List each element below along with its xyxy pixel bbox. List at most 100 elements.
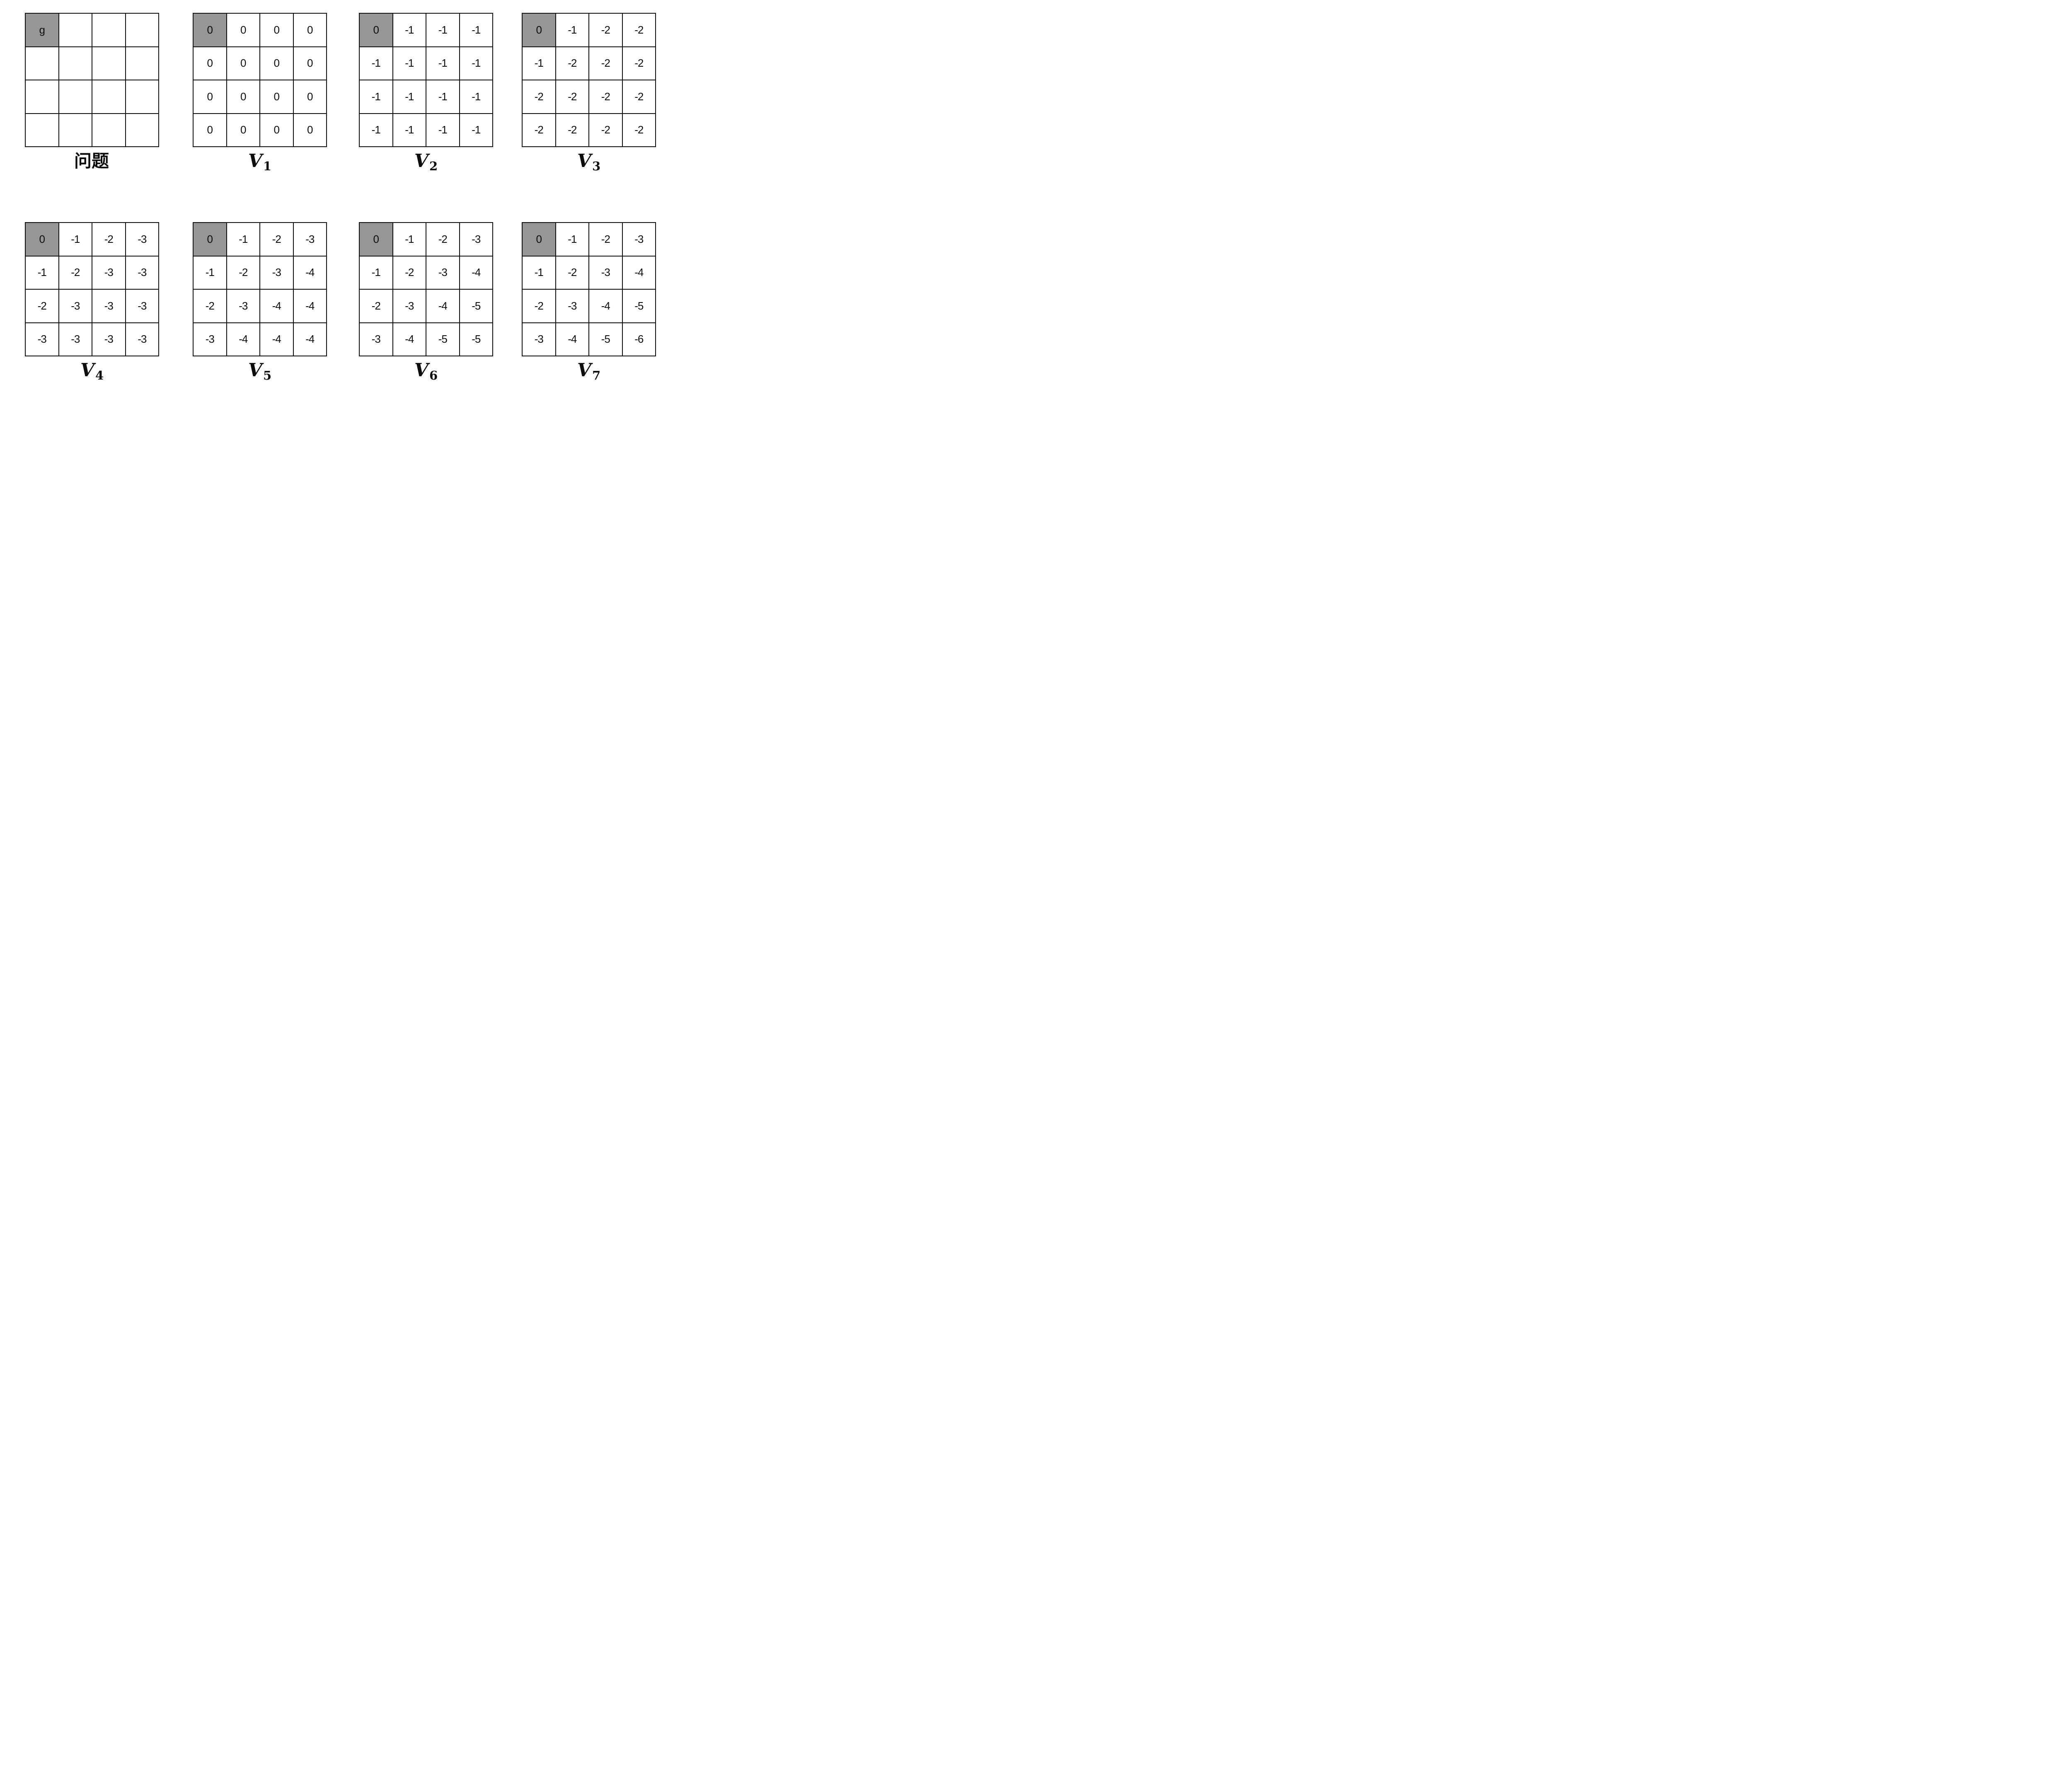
grid-cell: -3 bbox=[125, 322, 159, 356]
grid-cell: -4 bbox=[426, 289, 460, 323]
grid-cell bbox=[92, 13, 126, 47]
grid-cell: -3 bbox=[92, 289, 126, 323]
grid-label-text: V bbox=[414, 360, 428, 381]
grid-cell: 0 bbox=[193, 113, 227, 147]
grid-cell: -4 bbox=[260, 289, 293, 323]
grid-cell: -5 bbox=[622, 289, 656, 323]
grid-figure-v4: 0-1-2-3-1-2-3-3-2-3-3-3-3-3-3-3 V4 bbox=[25, 222, 159, 382]
grid-cell: -2 bbox=[589, 113, 622, 147]
grid-cell bbox=[58, 80, 92, 114]
grid-cell: 0 bbox=[226, 113, 260, 147]
grid-cell bbox=[58, 113, 92, 147]
grid-figure-v7: 0-1-2-3-1-2-3-4-2-3-4-5-3-4-5-6 V7 bbox=[522, 222, 656, 382]
grid-cell: -1 bbox=[392, 113, 426, 147]
grid-cell: -3 bbox=[226, 289, 260, 323]
grid-cell: 0 bbox=[260, 13, 293, 47]
goal-cell: g bbox=[25, 13, 59, 47]
grid-cell: -2 bbox=[589, 80, 622, 114]
grid-cell: -4 bbox=[589, 289, 622, 323]
grid-cell: -4 bbox=[293, 289, 327, 323]
grid-label-text: 问题 bbox=[74, 151, 109, 171]
grid-cell: 0 bbox=[193, 46, 227, 80]
grid-cell: -2 bbox=[92, 223, 126, 256]
grid-cell: -2 bbox=[522, 113, 556, 147]
value-grid-v4: 0-1-2-3-1-2-3-3-2-3-3-3-3-3-3-3 bbox=[25, 222, 159, 356]
grid-cell: -1 bbox=[426, 46, 460, 80]
grid-cell: -2 bbox=[193, 289, 227, 323]
grid-cell: 0 bbox=[226, 13, 260, 47]
grid-cell: -1 bbox=[359, 256, 393, 289]
grid-cell: 0 bbox=[25, 223, 59, 256]
grid-cell: -1 bbox=[459, 13, 493, 47]
grid-cell: -3 bbox=[25, 322, 59, 356]
grid-label-subscript: 5 bbox=[263, 368, 272, 382]
grid-cell: -1 bbox=[522, 46, 556, 80]
grid-cell: -3 bbox=[92, 322, 126, 356]
grid-cell: 0 bbox=[260, 46, 293, 80]
grid-cell: -1 bbox=[459, 80, 493, 114]
grid-figure-v6: 0-1-2-3-1-2-3-4-2-3-4-5-3-4-5-5 V6 bbox=[359, 222, 493, 382]
grid-cell: -4 bbox=[226, 322, 260, 356]
grid-cell bbox=[25, 113, 59, 147]
grid-cell: -3 bbox=[58, 289, 92, 323]
grid-cell: 0 bbox=[193, 80, 227, 114]
grid-cell: -1 bbox=[25, 256, 59, 289]
grid-cell: 0 bbox=[522, 223, 556, 256]
grid-label-v4: V4 bbox=[25, 360, 159, 382]
grid-cell bbox=[125, 113, 159, 147]
grid-cell: -2 bbox=[555, 80, 589, 114]
grid-cell: 0 bbox=[193, 223, 227, 256]
grid-cell: -2 bbox=[622, 113, 656, 147]
grid-figure-v3: 0-1-2-2-1-2-2-2-2-2-2-2-2-2-2-2 V3 bbox=[522, 13, 656, 173]
grid-figure-v2: 0-1-1-1-1-1-1-1-1-1-1-1-1-1-1-1 V2 bbox=[359, 13, 493, 173]
grid-cell: -3 bbox=[193, 322, 227, 356]
grid-cell: -5 bbox=[459, 322, 493, 356]
grid-cell: 0 bbox=[260, 113, 293, 147]
grid-cell: -3 bbox=[260, 256, 293, 289]
grid-cell: -3 bbox=[92, 256, 126, 289]
grid-cell: -3 bbox=[392, 289, 426, 323]
grid-cell: -3 bbox=[125, 289, 159, 323]
grid-label-text: V bbox=[577, 360, 591, 381]
grid-cell: -2 bbox=[226, 256, 260, 289]
grid-cell: 0 bbox=[193, 13, 227, 47]
grid-label-v6: V6 bbox=[359, 360, 493, 382]
grid-label-v7: V7 bbox=[522, 360, 656, 382]
value-grid-v7: 0-1-2-3-1-2-3-4-2-3-4-5-3-4-5-6 bbox=[522, 222, 656, 356]
grid-cell: -1 bbox=[426, 113, 460, 147]
grid-cell: -3 bbox=[555, 289, 589, 323]
grid-cell: -4 bbox=[459, 256, 493, 289]
grid-label-text: V bbox=[248, 150, 262, 172]
grid-cell: -2 bbox=[260, 223, 293, 256]
grid-figure-v5: 0-1-2-3-1-2-3-4-2-3-4-4-3-4-4-4 V5 bbox=[193, 222, 327, 382]
grid-cell: -1 bbox=[459, 113, 493, 147]
grid-cell: -3 bbox=[522, 322, 556, 356]
grid-cell: -1 bbox=[58, 223, 92, 256]
grid-label-subscript: 2 bbox=[429, 159, 438, 173]
grid-cell: -1 bbox=[226, 223, 260, 256]
grid-cell: -3 bbox=[426, 256, 460, 289]
grid-label-text: V bbox=[248, 360, 262, 381]
grid-cell: 0 bbox=[293, 13, 327, 47]
grid-cell: -3 bbox=[125, 256, 159, 289]
grid-cell: 0 bbox=[293, 80, 327, 114]
grid-cell: -2 bbox=[589, 13, 622, 47]
grid-cell: -2 bbox=[555, 46, 589, 80]
grid-cell bbox=[58, 13, 92, 47]
grid-cell: -2 bbox=[392, 256, 426, 289]
grid-cell bbox=[125, 46, 159, 80]
grid-cell: -3 bbox=[459, 223, 493, 256]
grid-label-v1: V1 bbox=[193, 150, 327, 173]
grid-cell bbox=[92, 113, 126, 147]
grid-cell: -4 bbox=[293, 256, 327, 289]
value-grid-v6: 0-1-2-3-1-2-3-4-2-3-4-5-3-4-5-5 bbox=[359, 222, 493, 356]
grid-cell: 0 bbox=[293, 113, 327, 147]
grid-cell: -2 bbox=[426, 223, 460, 256]
grid-cell: -4 bbox=[392, 322, 426, 356]
grid-cell: 0 bbox=[293, 46, 327, 80]
grid-cell: -2 bbox=[589, 46, 622, 80]
grid-cell: -3 bbox=[58, 322, 92, 356]
grid-cell: 0 bbox=[226, 46, 260, 80]
grid-cell: -2 bbox=[555, 256, 589, 289]
